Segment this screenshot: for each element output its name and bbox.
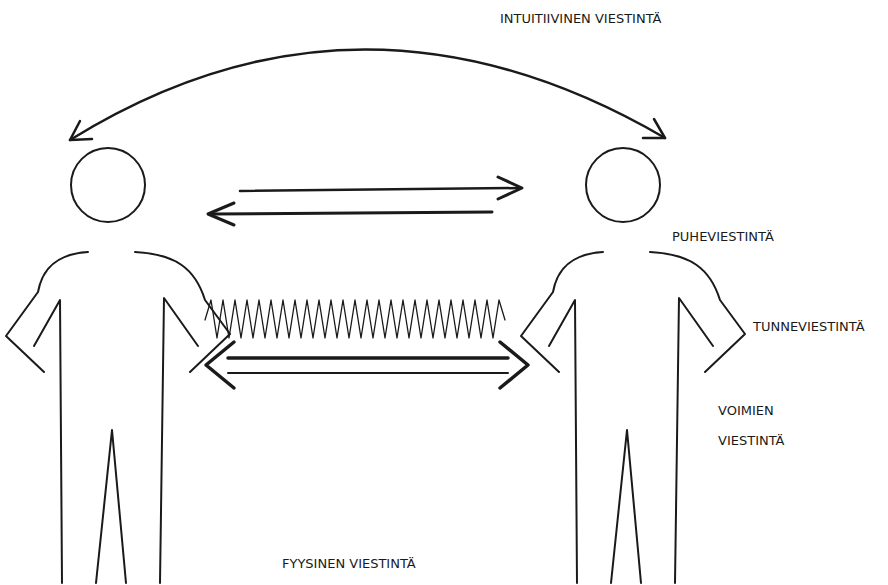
arrow-head <box>206 342 234 388</box>
force-arrow <box>228 372 508 374</box>
speech-arrow <box>240 188 520 191</box>
force-label: VOIMIEN VIESTINTÄ <box>718 396 810 456</box>
arrow-head <box>208 203 234 225</box>
speech-arrow <box>212 212 492 214</box>
arrow-head <box>500 342 528 388</box>
arrow-head <box>498 177 522 199</box>
force-arrow <box>228 356 508 360</box>
physical-label: FYYSINEN VIESTINTÄ <box>282 555 416 573</box>
speech-label: PUHEVIESTINTÄ <box>672 228 774 246</box>
left-person <box>6 148 230 583</box>
arrow-head <box>70 121 92 140</box>
right-person <box>521 148 745 583</box>
arrow-head <box>643 119 665 138</box>
intuition-arc <box>70 49 665 140</box>
emotion-wave <box>205 300 505 338</box>
emotion-label: TUNNEVIESTINTÄ <box>753 318 865 336</box>
intuition-label: INTUITIIVINEN VIESTINTÄ <box>500 10 662 28</box>
